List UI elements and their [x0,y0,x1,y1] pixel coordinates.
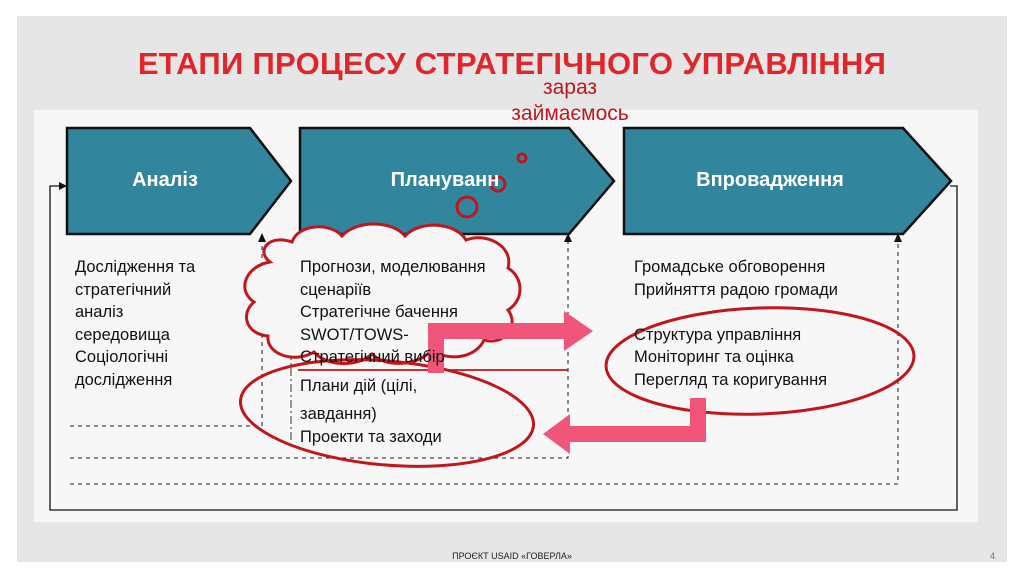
planning-line: Стратегічний вибір [300,348,445,366]
chevron-planning [298,126,616,236]
dashed-arrowheads [258,233,902,242]
annotation-working: займаємось [490,102,650,126]
implementation-line: Громадське обговорення [634,258,826,276]
implementation-line [634,301,838,324]
implementation-line: Прийняття радою громади [634,280,839,299]
slide-title: ЕТАПИ ПРОЦЕСУ СТРАТЕГІЧНОГО УПРАВЛІННЯ [137,46,887,81]
stage-label-implementation: Впровадження [696,169,844,191]
planning-line: Проекти та заходи [300,427,442,446]
planning-line: сценаріїв [300,280,372,299]
ellipse-implementation [604,306,916,416]
planning-line: завдання) [300,405,377,423]
analysis-line: стратегічний [75,280,172,299]
planning-line: SWOT/TOWS- [300,325,409,344]
analysis-column: Дослідження та стратегічний аналіз серед… [75,256,195,391]
analysis-line: Дослідження та [75,258,196,276]
stage-label-analysis: Аналіз [132,169,198,191]
annotation-line2: займаємось [511,102,629,125]
implementation-line: Перегляд та коригування [634,370,828,389]
analysis-line: аналіз [75,303,124,321]
analysis-line: Соціологічні [75,348,169,366]
chevron-implementation [622,126,953,236]
annotation-line1: зараз [542,76,598,99]
stage-label-planning: Плануванн [390,169,500,191]
implementation-line: Структура управління [634,325,802,344]
footer-text: ПРОЄКТ USAID «ГОВЕРЛА» [452,551,572,561]
feedback-loop-arrowhead [59,182,67,190]
pink-arrow-right [428,311,593,373]
planning-line: Плани дій (цілі, [300,376,418,395]
ellipse-plans [238,358,536,468]
page-number: 4 [990,551,996,561]
implementation-column: Громадське обговорення Прийняття радою г… [634,256,838,391]
planning-line: Стратегічне бачення [300,303,458,321]
annotation-now: зараз [520,76,620,100]
planning-line: Прогнози, моделювання [300,258,486,276]
planning-column: Прогнози, моделювання сценаріїв Стратегі… [300,256,486,448]
implementation-line: Моніторинг та оцінка [634,348,794,366]
pink-arrow-left [543,398,706,454]
chevron-analysis [65,126,293,236]
analysis-line: середовища [75,325,170,344]
feedback-loop-line [49,185,958,511]
analysis-line: дослідження [75,370,173,389]
